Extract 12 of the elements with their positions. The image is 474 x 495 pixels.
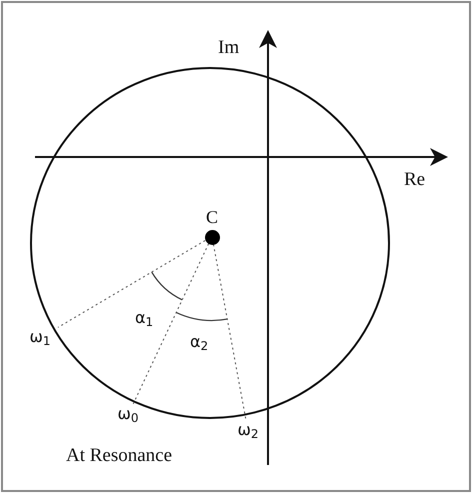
angle-label: α$_{2}$: [190, 334, 208, 352]
angle-label: α$_{1}$: [135, 310, 154, 328]
axis-label: Im: [218, 38, 240, 57]
frequency-label: ω$_{0}$: [117, 406, 139, 424]
point-label: C: [206, 208, 218, 226]
radius-line: [212, 244, 246, 420]
frequency-label: ω$_{2}$: [237, 422, 259, 440]
frequency-label: ω$_{1}$: [29, 329, 51, 347]
radius-line: [132, 243, 210, 404]
radius-line: [58, 240, 206, 328]
axis-label: Re: [404, 170, 426, 189]
caption-text: At Resonance: [66, 446, 172, 465]
